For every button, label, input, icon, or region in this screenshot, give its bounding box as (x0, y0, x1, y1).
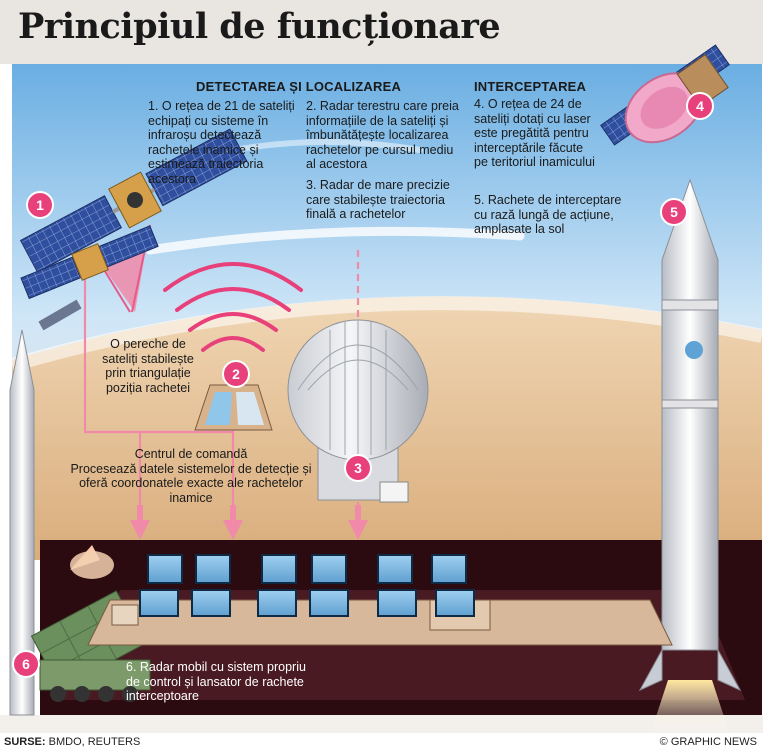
badge-3: 3 (344, 454, 372, 482)
badge-4: 4 (686, 92, 714, 120)
satellite-pair-annotation: O pereche de sateliți stabilește prin tr… (102, 337, 194, 395)
badge-5-label: 5 (670, 204, 678, 220)
badge-2: 2 (222, 360, 250, 388)
badge-1-label: 1 (36, 197, 44, 213)
badge-3-label: 3 (354, 460, 362, 476)
precision-radar-dome (287, 319, 429, 503)
badge-2-label: 2 (232, 366, 240, 382)
detection-satellite-large (19, 128, 248, 273)
interception-header: INTERCEPTAREA (474, 79, 587, 94)
detection-header: DETECTAREA ȘI LOCALIZAREA (196, 79, 402, 94)
detection-satellite-small (20, 225, 159, 300)
badge-5: 5 (660, 198, 688, 226)
step-1-text: 1. O rețea de 21 de sateliți echipați cu… (148, 99, 295, 186)
credit: © GRAPHIC NEWS (659, 736, 757, 748)
cloud-streak (145, 226, 525, 255)
source-label: SURSE: (4, 736, 46, 748)
atmosphere-glow (10, 296, 763, 372)
step-badges: 1 2 3 4 5 6 (12, 92, 714, 678)
console-monitors (139, 554, 475, 617)
step-6-text: 6. Radar mobil cu sistem propriu de cont… (126, 660, 306, 703)
console-desk (87, 599, 673, 646)
badge-6: 6 (12, 650, 40, 678)
bottom-strip (0, 715, 763, 733)
distant-satellite (38, 299, 82, 331)
step-2-text: 2. Radar terestru care preia informațiil… (306, 99, 459, 171)
arrows-to-consoles (130, 505, 368, 540)
command-center-title: Centrul de comandă (134, 447, 248, 461)
page-title: Principiul de funcționare (18, 6, 501, 47)
left-missile (9, 329, 35, 716)
laser-satellite (600, 44, 730, 146)
badge-4-label: 4 (696, 98, 704, 114)
badge-1: 1 (26, 191, 54, 219)
title-band (0, 0, 763, 64)
source-text: BMDO, REUTERS (48, 736, 141, 748)
command-center-annotation: Centrul de comandă Procesează datele sis… (60, 447, 322, 505)
step-5-text: 5. Rachete de interceptare cu rază lungă… (474, 193, 622, 236)
interceptor-rocket (638, 178, 742, 735)
step-4-text: 4. O rețea de 24 de sateliți dotați cu l… (474, 97, 595, 169)
badge-6-label: 6 (22, 656, 30, 672)
source-line: SURSE: BMDO, REUTERS (4, 736, 140, 748)
ground-radar (163, 262, 303, 352)
command-center-text: Procesează datele sistemelor de detecție… (70, 461, 312, 505)
step-3-text: 3. Radar de mare precizie care stabileșt… (306, 178, 450, 221)
